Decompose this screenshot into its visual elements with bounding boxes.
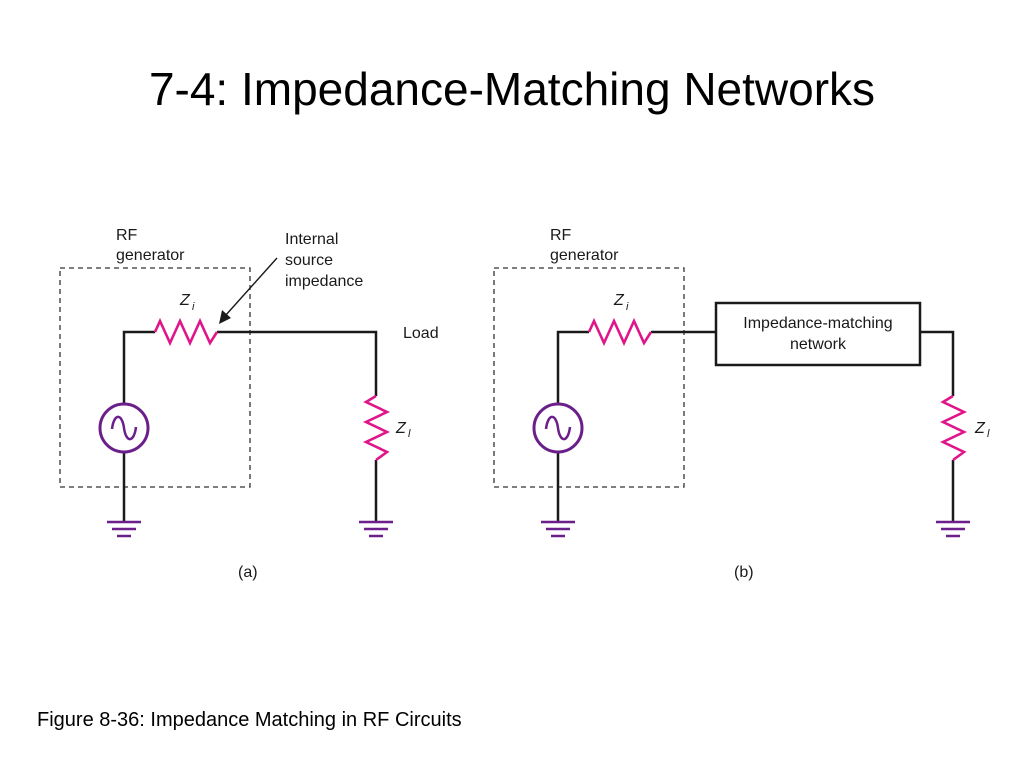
ground-symbol-b-left bbox=[541, 520, 575, 538]
generator-label-generator-a: generator bbox=[116, 247, 185, 264]
wire-source-to-resistor-a bbox=[122, 330, 155, 403]
diagram-b: RF generator Z i Impedance-matching netw… bbox=[493, 227, 990, 581]
ground-symbol-b-right bbox=[936, 520, 970, 538]
annotation-internal: Internal bbox=[285, 231, 338, 248]
panel-label-b: (b) bbox=[734, 564, 754, 581]
load-resistor-b bbox=[939, 394, 968, 462]
annotation-source: source bbox=[285, 252, 333, 269]
ground-symbol-a-left bbox=[107, 520, 141, 538]
panel-label-a: (a) bbox=[238, 564, 258, 581]
wire-source-to-resistor-b bbox=[556, 330, 589, 403]
rf-generator-boundary-a bbox=[59, 267, 251, 488]
source-impedance-subscript-a: i bbox=[192, 301, 195, 313]
ac-source-a bbox=[98, 402, 150, 454]
annotation-impedance: impedance bbox=[285, 273, 363, 290]
load-label: Load bbox=[403, 325, 439, 342]
wire-resistor-to-load-a bbox=[217, 330, 378, 396]
wire-network-to-load bbox=[920, 330, 955, 396]
figure-caption: Figure 8-36: Impedance Matching in RF Ci… bbox=[37, 709, 462, 731]
load-impedance-symbol-a: Z bbox=[395, 420, 407, 437]
source-impedance-symbol-b: Z bbox=[613, 292, 625, 309]
load-resistor-a bbox=[362, 394, 391, 462]
rf-generator-boundary-b bbox=[493, 267, 685, 488]
load-impedance-label-a: Z l bbox=[395, 420, 411, 440]
generator-label-generator-b: generator bbox=[550, 247, 619, 264]
impedance-matching-network-box: Impedance-matching network bbox=[714, 301, 922, 367]
source-impedance-symbol-a: Z bbox=[179, 292, 191, 309]
generator-label-rf-a: RF bbox=[116, 227, 138, 244]
network-label-line2: network bbox=[790, 336, 847, 353]
source-impedance-label-a: Z i bbox=[179, 292, 195, 313]
source-resistor-a bbox=[153, 317, 219, 347]
annotation-arrow bbox=[219, 257, 278, 324]
network-label-line1: Impedance-matching bbox=[743, 315, 892, 332]
source-resistor-b bbox=[587, 317, 653, 347]
source-impedance-subscript-b: i bbox=[626, 301, 629, 313]
load-impedance-label-b: Z l bbox=[974, 420, 990, 440]
generator-label-rf-b: RF bbox=[550, 227, 572, 244]
ac-source-b bbox=[532, 402, 584, 454]
slide-title: 7-4: Impedance-Matching Networks bbox=[148, 63, 876, 115]
load-impedance-symbol-b: Z bbox=[974, 420, 986, 437]
load-impedance-subscript-b: l bbox=[987, 428, 990, 440]
load-impedance-subscript-a: l bbox=[408, 428, 411, 440]
diagram-a: RF generator Internal source impedance Z… bbox=[59, 227, 439, 581]
source-impedance-label-b: Z i bbox=[613, 292, 629, 313]
ground-symbol-a-right bbox=[359, 520, 393, 538]
